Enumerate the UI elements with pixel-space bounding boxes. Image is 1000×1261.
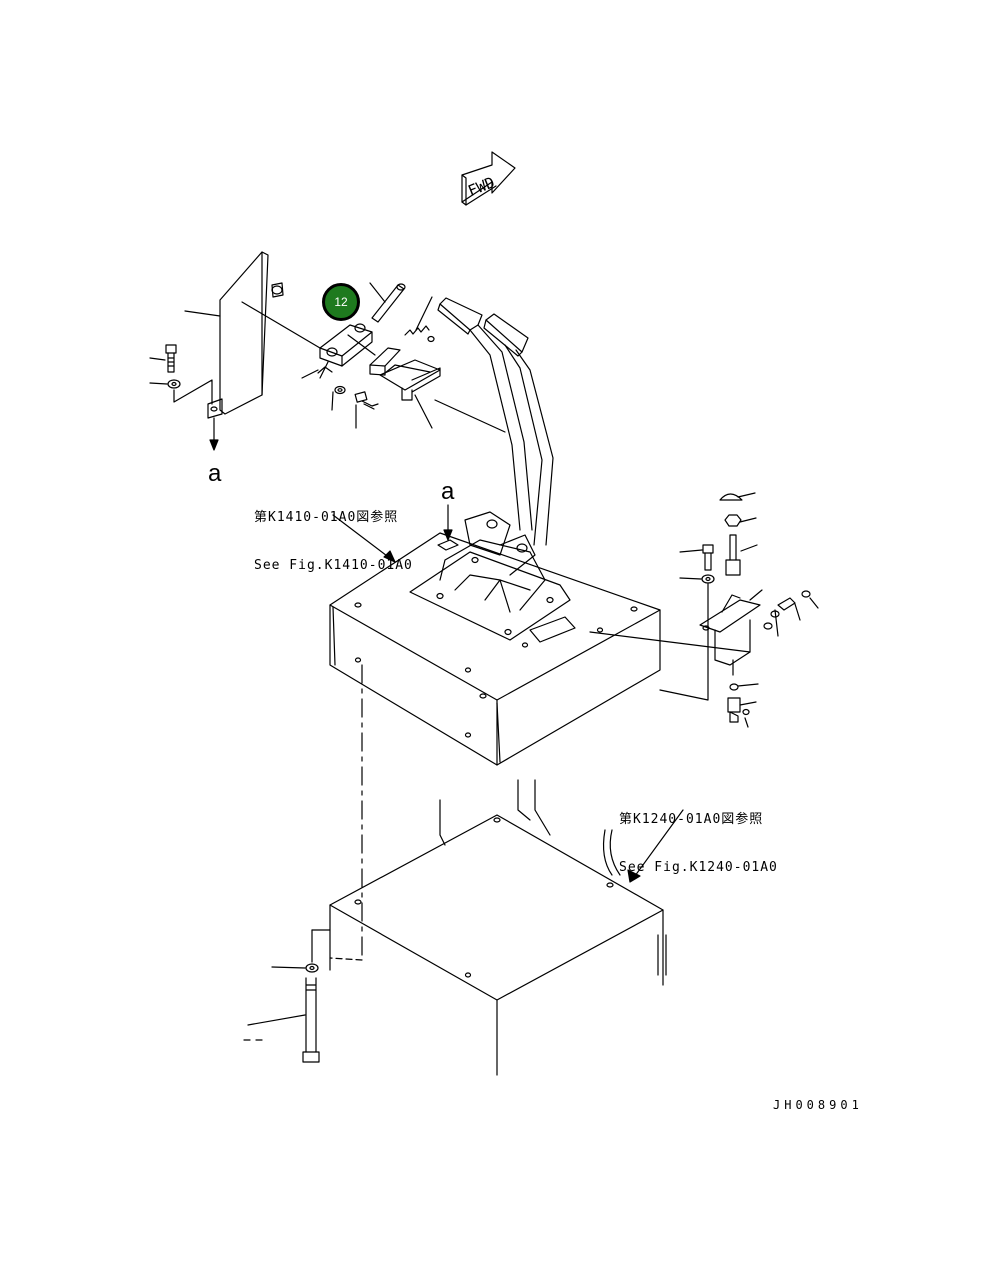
reference-note-top-en: See Fig.K1410-01A0	[254, 558, 413, 573]
reference-note-bottom-en: See Fig.K1240-01A0	[619, 860, 778, 875]
bracket-plate	[184, 251, 321, 419]
lever-box	[329, 532, 661, 766]
callout-number: 12	[334, 295, 348, 309]
bolt-mid	[301, 369, 379, 429]
switch-assembly	[589, 492, 819, 728]
reference-note-bottom: 第K1240-01A0図参照 See Fig.K1240-01A0	[619, 780, 778, 892]
marker-a-right: a	[441, 478, 455, 505]
long-bolt	[243, 929, 331, 1063]
fwd-label: FWD	[465, 173, 497, 200]
reference-note-bottom-jp: 第K1240-01A0図参照	[619, 812, 764, 827]
linkage-bracket	[317, 323, 376, 379]
pin	[369, 282, 406, 323]
floor-box	[329, 779, 667, 1076]
ref-arrow-top	[332, 514, 396, 563]
drawing-id: JH008901	[773, 1098, 863, 1112]
callout-12[interactable]: 12	[322, 283, 360, 321]
marker-a-left: a	[208, 460, 222, 487]
reference-note-top-jp: 第K1410-01A0図参照	[254, 510, 399, 525]
bolt-left	[149, 344, 177, 373]
shift-lever-left	[437, 297, 533, 531]
shift-block	[369, 347, 506, 433]
reference-note-top: 第K1410-01A0図参照 See Fig.K1410-01A0	[254, 478, 413, 590]
washer-left	[149, 379, 213, 405]
lever-base	[409, 511, 571, 641]
ref-arrow-bottom	[631, 809, 684, 881]
shift-lever-right	[483, 313, 554, 546]
fwd-arrow-icon: FWD	[461, 151, 516, 206]
spring	[404, 296, 435, 343]
